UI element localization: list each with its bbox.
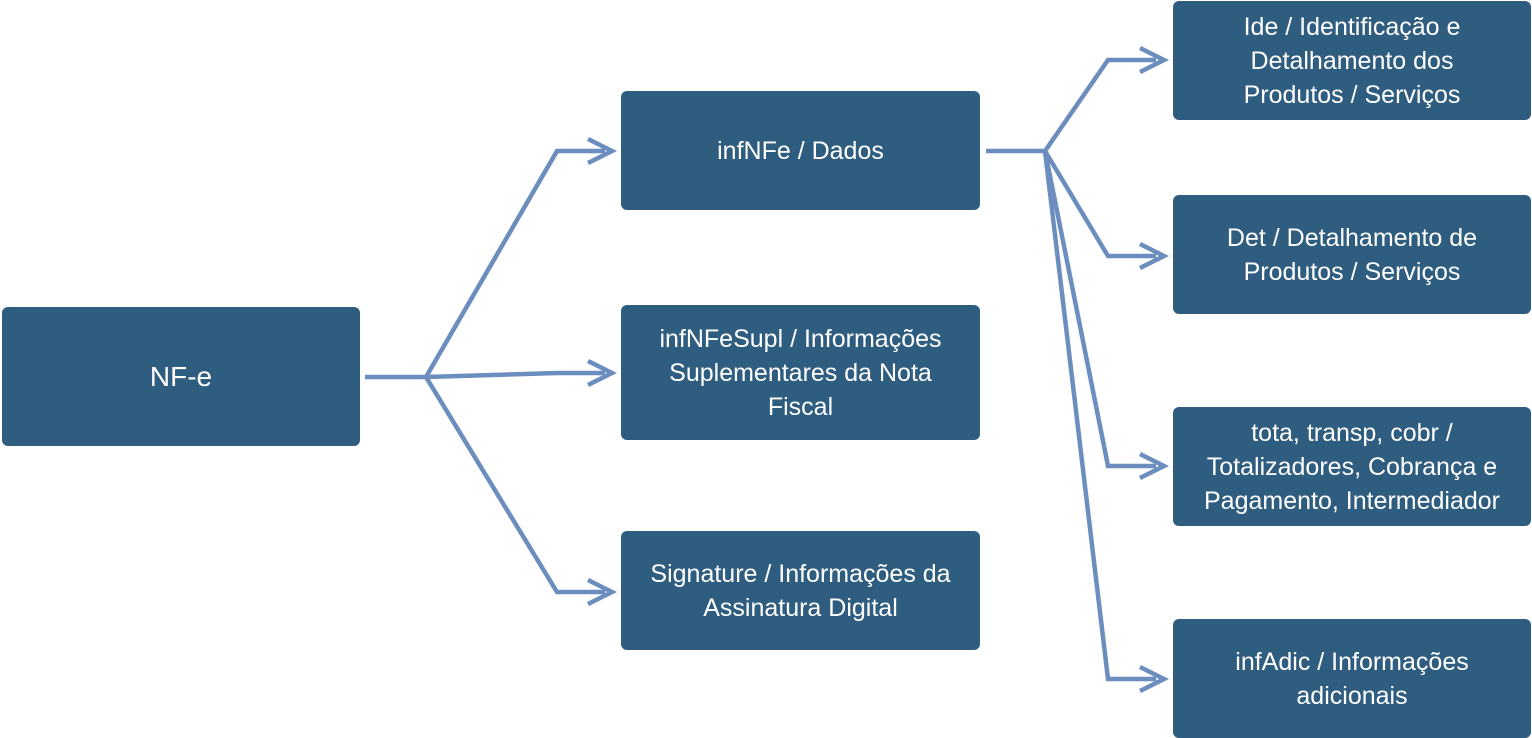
node-label-line: Pagamento, Intermediador (1203, 486, 1500, 515)
node-label-line: Fiscal (767, 392, 834, 421)
node-label-line: tota, transp, cobr / (1251, 418, 1453, 447)
node-totalizadores: tota, transp, cobr / Totalizadores, Cobr… (1173, 407, 1531, 526)
node-label: NF-e (149, 360, 213, 392)
node-label-line: Det / Detalhamento de (1226, 223, 1478, 252)
node-label-line: Assinatura Digital (703, 593, 898, 622)
node-label-line: Detalhamento dos (1250, 46, 1454, 75)
node-label-line: Produtos / Serviços (1243, 257, 1461, 286)
node-label: infNFe / Dados (717, 136, 884, 165)
node-label-line: Suplementares da Nota (669, 358, 932, 387)
node-signature: Signature / Informações da Assinatura Di… (621, 531, 980, 650)
edge-root-infnfe (365, 148, 605, 380)
arrowhead-sig (586, 577, 618, 607)
arrowhead-supl (586, 358, 618, 388)
arrowhead-infnfe (586, 136, 618, 166)
node-label-line: infAdic / Informações (1235, 647, 1469, 676)
arrowhead-tot (1138, 451, 1170, 481)
node-det: Det / Detalhamento de Produtos / Serviço… (1173, 195, 1531, 314)
edge-infnfe-adic (1042, 150, 1156, 682)
node-nf-e: NF-e (2, 307, 360, 446)
node-ide: Ide / Identificação e Detalhamento dos P… (1173, 1, 1531, 120)
node-label-line: adicionais (1296, 681, 1408, 710)
node-infnfe: infNFe / Dados (621, 91, 980, 210)
edge-infnfe-ide (986, 57, 1156, 154)
node-label-line: Signature / Informações da (650, 559, 951, 588)
edge-infnfe-tot (1042, 150, 1156, 469)
arrowhead-adic (1138, 664, 1170, 694)
arrowhead-det (1138, 241, 1170, 271)
arrowhead-ide (1138, 45, 1170, 75)
node-label-line: Produtos / Serviços (1243, 80, 1461, 109)
edge-root-supl (425, 370, 605, 380)
node-infadic: infAdic / Informações adicionais (1173, 619, 1531, 738)
edge-infnfe-det (1043, 149, 1156, 259)
node-label-line: Ide / Identificação e (1243, 12, 1461, 41)
node-label-line: infNFeSupl / Informações (659, 324, 942, 353)
node-label-line: Totalizadores, Cobrança e (1206, 452, 1498, 481)
node-infnfesupl: infNFeSupl / Informações Suplementares d… (621, 305, 980, 440)
edge-root-sig (424, 375, 605, 595)
